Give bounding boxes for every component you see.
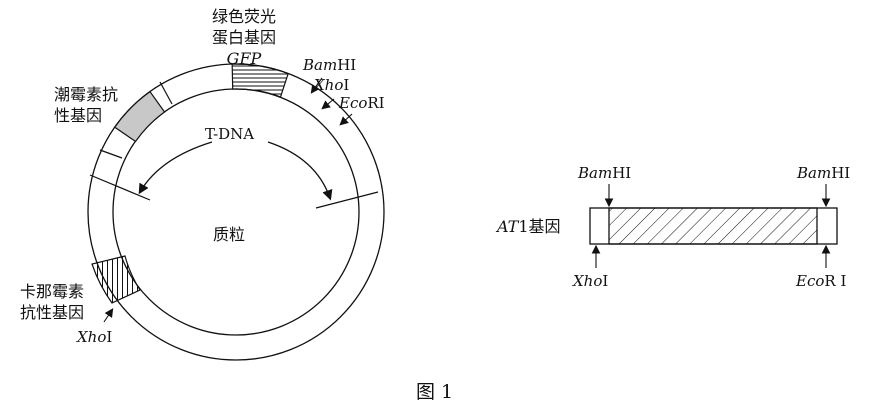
kanamycin-resistance-segment [91,255,141,304]
ecori-site-arrow [339,113,353,126]
kan-label-line1: 卡那霉素 [20,282,85,301]
hygromycin-resistance-segment [113,90,166,143]
ecori-gene-label: EcoR Ⅰ [796,272,847,290]
hyg-label-line2: 性基因 [54,106,103,125]
gfp-label-line2: 蛋白基因 [212,28,277,47]
segment-divider-top [159,81,173,105]
gfp-gene-segment [231,63,289,98]
at1-gene-label: AT1基因 [497,217,561,236]
bamhi-site-label: BamHⅠ [303,56,357,74]
kanamycin-label: 卡那霉素 抗性基因 [20,281,84,323]
bamhi-site-arrow [310,77,323,94]
xhoi-gene-label: XhoⅠ [573,272,609,290]
tdna-left-border [89,174,151,201]
plasmid-diagram [87,63,385,361]
kan-label-line2: 抗性基因 [20,303,85,322]
figure-caption: 图 1 [416,381,454,403]
tdna-arrow-left [138,141,213,195]
tdna-right-border [315,191,379,209]
plasmid-center-label: 质粒 [213,225,246,244]
xhoi-lower-site-label: XhoⅠ [77,328,113,346]
tdna-label: T-DNA [205,125,255,143]
xhoi-site-label: XhoⅠ [314,76,350,94]
hygromycin-label: 潮霉素抗 性基因 [54,84,118,126]
gfp-label: 绿色荧光 蛋白基因 GFP [212,6,276,69]
hyg-label-line1: 潮霉素抗 [54,85,119,104]
at1-coding-region [608,207,818,245]
ecori-site-label: EcoRⅠ [339,94,385,112]
xhoi-site-arrow [321,98,335,110]
segment-divider-left [99,149,123,159]
gfp-label-line1: 绿色荧光 [212,7,277,26]
bamhi-left-label: BamHⅠ [578,164,632,182]
at1-gene-diagram [589,184,838,268]
xhoi-lower-site-arrow [103,308,114,323]
tdna-arrow-right [267,141,333,201]
bamhi-right-label: BamHⅠ [797,164,851,182]
gfp-italic-label: GFP [226,49,262,68]
